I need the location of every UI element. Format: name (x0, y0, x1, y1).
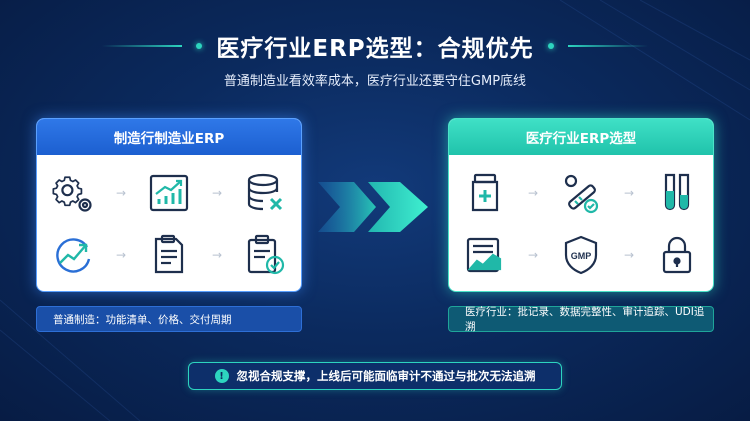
title-decor-dot-left (196, 43, 203, 49)
document-icon (145, 231, 193, 279)
test-strip-icon (557, 169, 605, 217)
title-decor-line-left (102, 45, 183, 47)
manufacturing-icon-grid: → → (37, 155, 301, 291)
manufacturing-erp-panel-title: 制造行制造业ERP (37, 119, 301, 155)
gmp-shield-icon: GMP (557, 231, 605, 279)
lock-icon (653, 231, 701, 279)
compliance-warning-banner: ! 忽视合规支撑，上线后可能面临审计不通过与批次无法追溯 (188, 362, 562, 390)
medical-erp-panel: 医疗行业ERP选型 → → (448, 118, 714, 292)
title-row: 医疗行业ERP选型：合规优先 (0, 28, 750, 64)
medical-caption: 医疗行业：批记录、数据完整性、审计追踪、UDI追溯 (448, 306, 714, 333)
page-subtitle: 普通制造业看效率成本，医疗行业还要守住GMP底线 (223, 74, 527, 89)
batch-record-icon (461, 231, 509, 279)
database-cross-icon (241, 169, 289, 217)
flow-arrow-icon: → (115, 186, 127, 200)
test-tubes-icon (653, 169, 701, 217)
medicine-bottle-icon (461, 169, 509, 217)
gmp-label: GMP (571, 251, 592, 261)
flow-arrow-icon: → (211, 248, 223, 262)
medical-icon-grid: → → (449, 155, 713, 291)
title-decor-dot-right (547, 43, 554, 49)
flow-arrow-icon: → (211, 186, 223, 200)
trend-arrow-icon (49, 231, 97, 279)
title-decor-line-right (567, 45, 648, 47)
gear-icon (49, 169, 97, 217)
flow-arrow-icon: → (623, 186, 635, 200)
alert-icon: ! (214, 369, 229, 383)
clipboard-check-icon (241, 231, 289, 279)
manufacturing-caption: 普通制造：功能清单、价格、交付周期 (36, 306, 302, 332)
manufacturing-erp-panel: 制造行制造业ERP → → (36, 118, 302, 292)
growth-chart-icon (145, 169, 193, 217)
flow-arrow-icon: → (623, 248, 635, 262)
flow-arrow-icon: → (115, 248, 127, 262)
page-title: 医疗行业ERP选型：合规优先 (216, 36, 534, 62)
transition-arrows-icon (318, 182, 428, 232)
flow-arrow-icon: → (527, 248, 539, 262)
medical-erp-panel-title: 医疗行业ERP选型 (449, 119, 713, 155)
compliance-warning-text: 忽视合规支撑，上线后可能面临审计不通过与批次无法追溯 (236, 369, 536, 383)
flow-arrow-icon: → (527, 186, 539, 200)
